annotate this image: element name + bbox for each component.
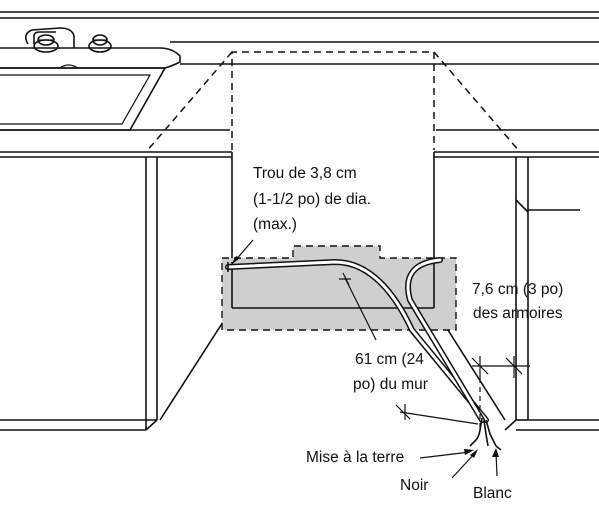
cabinet-clearance-dimension (471, 356, 530, 430)
leader-lines (231, 239, 499, 479)
faucet-icon (24, 27, 112, 53)
right-cabinet (504, 157, 599, 431)
cabinet-label-line2: des armoires (473, 305, 563, 322)
back-wall-lines (0, 11, 599, 65)
left-cabinet (0, 157, 158, 431)
dishwasher-dashed-outline (145, 51, 521, 153)
hole-label-line2: (1-1/2 po) de dia. (253, 191, 371, 208)
cabinet-clearance-label: 7,6 cm (3 po) des armoires (472, 281, 563, 322)
wall-label-line1: 61 cm (24 (355, 351, 424, 368)
hole-label-line3: (max.) (253, 216, 297, 233)
white-wire-label: Blanc (473, 485, 512, 502)
wall-distance-dimension (395, 404, 479, 425)
hole-label-line1: Trou de 3,8 cm (253, 165, 357, 182)
ground-label: Mise à la terre (306, 449, 404, 466)
black-wire-label: Noir (400, 477, 428, 494)
drain-hose (405, 257, 485, 423)
hole-label: Trou de 3,8 cm (1-1/2 po) de dia. (max.) (253, 165, 371, 233)
wire-ends (469, 417, 502, 451)
cabinet-label-line1: 7,6 cm (3 po) (472, 281, 563, 298)
wall-label-line2: po) du mur (353, 376, 428, 393)
sink (0, 47, 181, 131)
supply-cable (225, 258, 489, 423)
countertop (0, 129, 599, 158)
wall-distance-label: 61 cm (24 po) du mur (353, 351, 428, 393)
